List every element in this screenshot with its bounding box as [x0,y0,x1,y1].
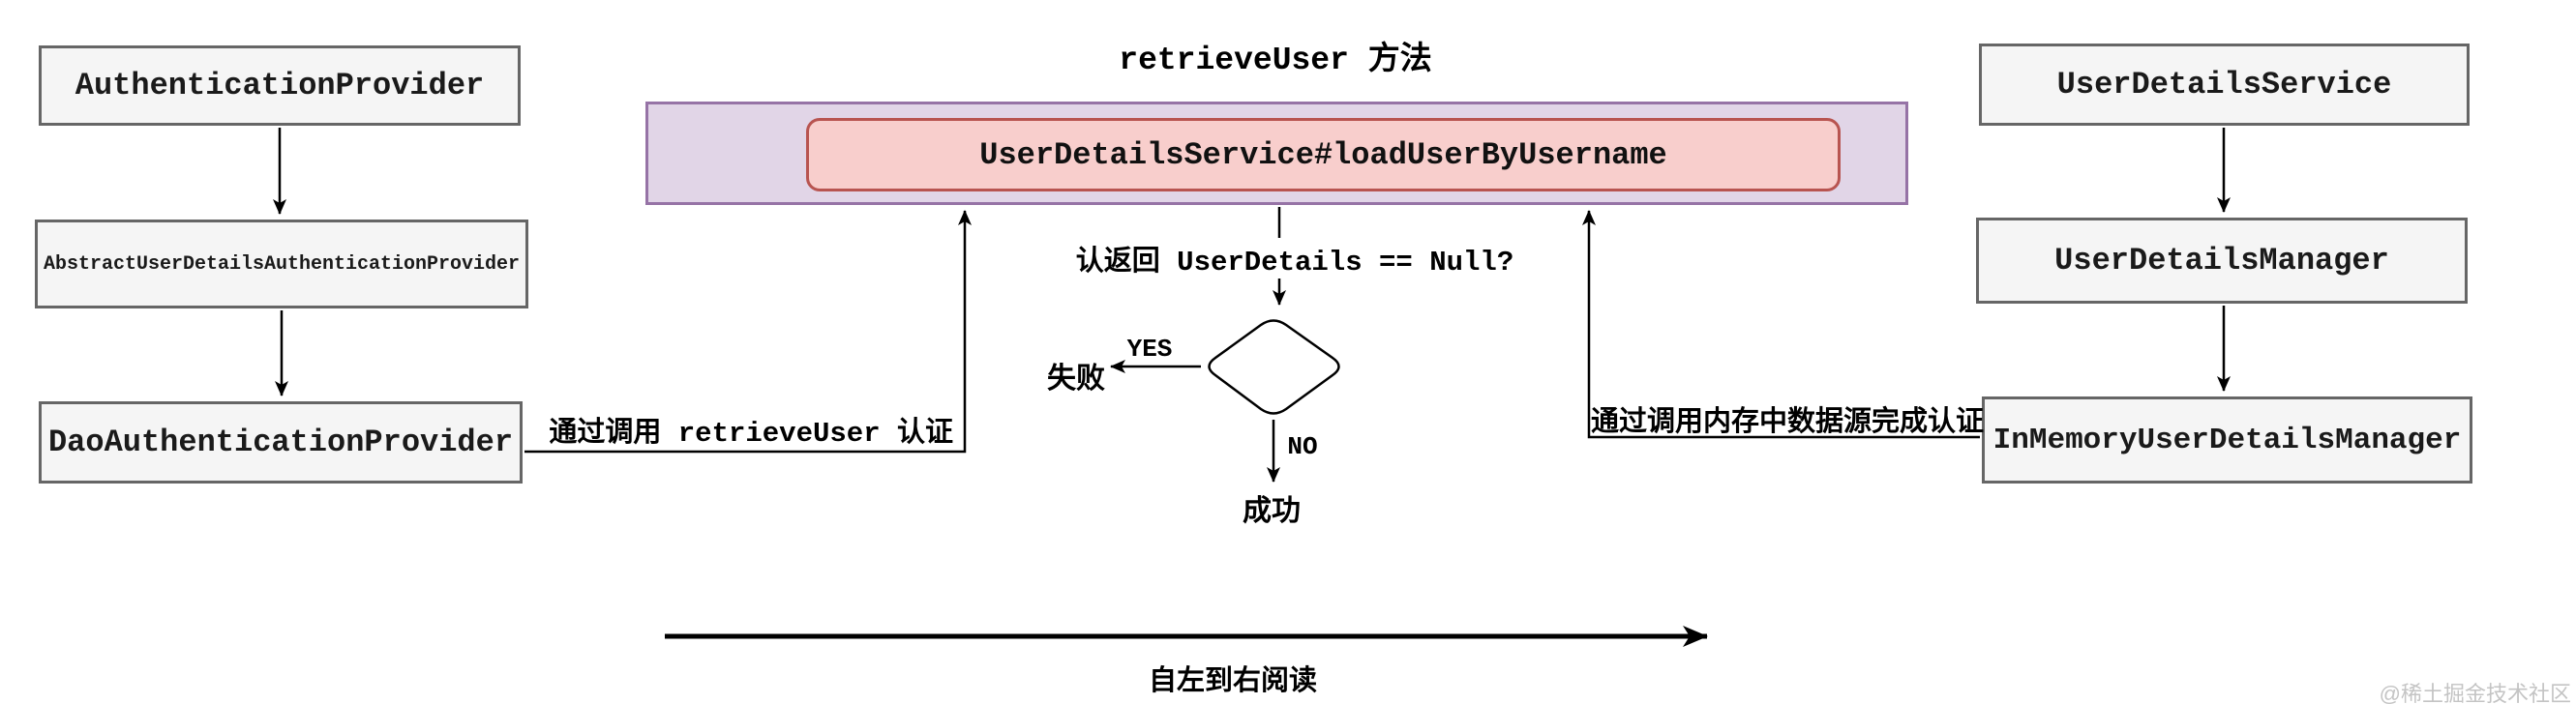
success-label: 成功 [1243,495,1301,527]
node-user-details-manager: UserDetailsManager [1976,218,2468,304]
method-box: UserDetailsService#loadUserByUsername [806,118,1841,191]
watermark: @稀土掘金技术社区 [2379,682,2571,704]
yes-label: YES [1126,335,1173,364]
question-label: 认返回 UserDetails == Null? [1069,238,1520,279]
decision-diamond [1208,319,1340,415]
no-label: NO [1287,432,1318,461]
node-abstract-user-details-authentication-provider: AbstractUserDetailsAuthenticationProvide… [35,220,528,308]
fail-label: 失败 [1047,363,1105,395]
node-user-details-service: UserDetailsService [1979,44,2470,126]
node-in-memory-user-details-manager: InMemoryUserDetailsManager [1982,396,2472,484]
edge-label-retrieve-user: 通过调用 retrieveUser 认证 [549,418,953,450]
edge-label-inmemory-datasource: 通过调用内存中数据源完成认证 [1591,406,1985,437]
page-title: retrieveUser 方法 [1119,43,1432,78]
node-authentication-provider: AuthenticationProvider [39,45,521,126]
node-dao-authentication-provider: DaoAuthenticationProvider [39,401,523,484]
reading-direction-label: 自左到右阅读 [1148,665,1318,696]
